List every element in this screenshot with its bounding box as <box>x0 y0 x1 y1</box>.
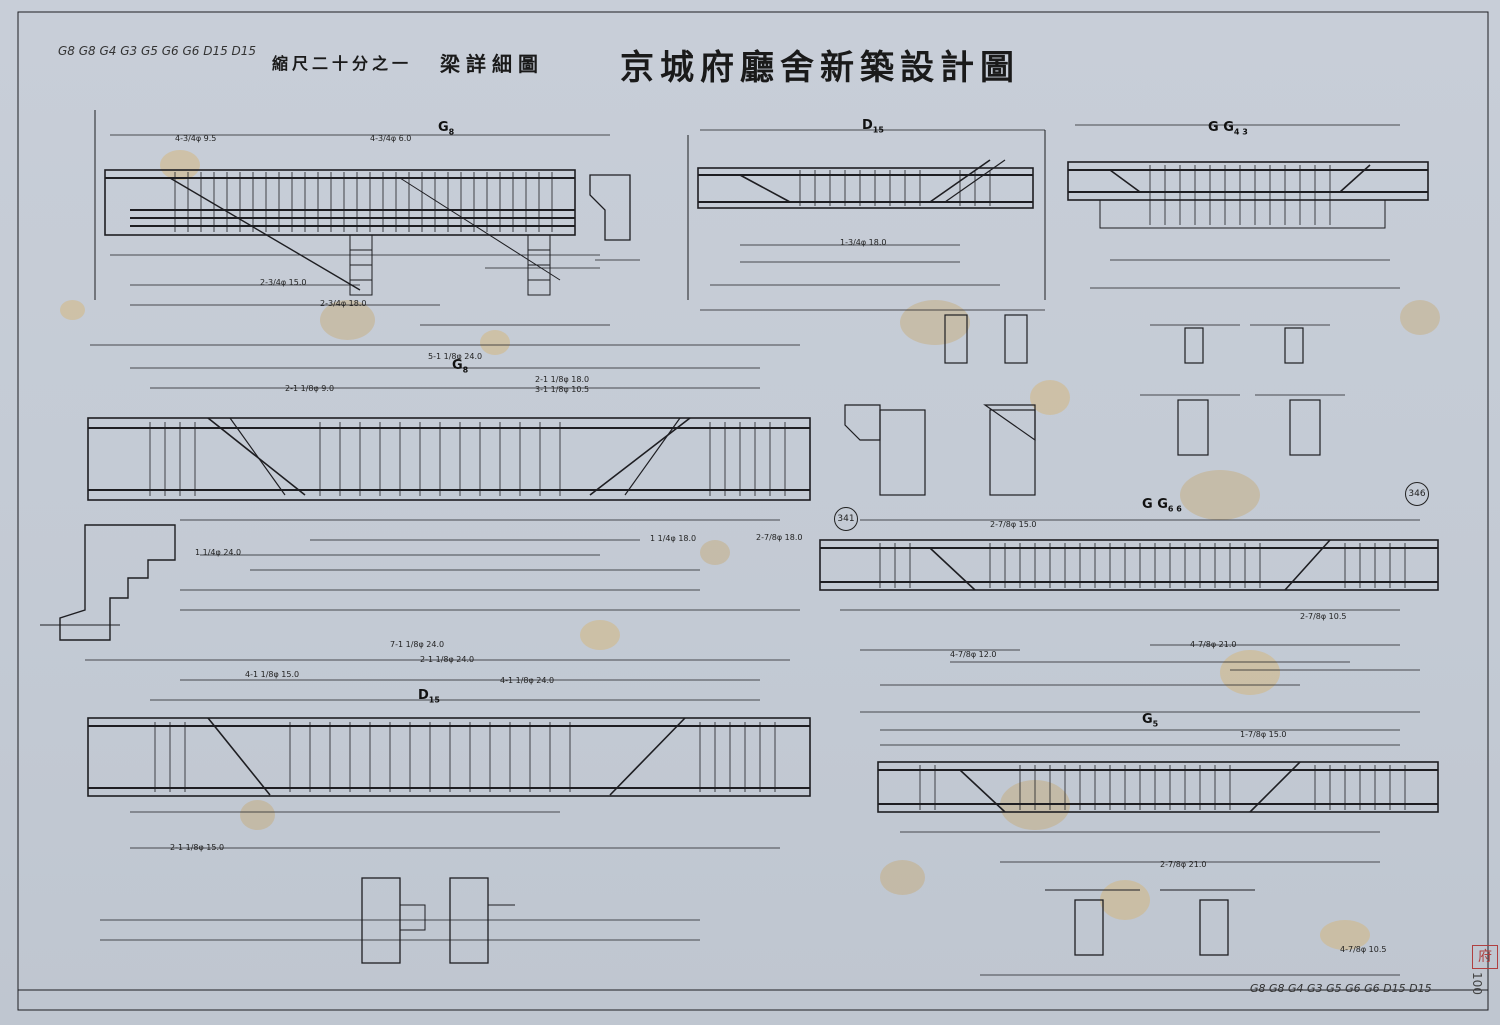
stain <box>1100 880 1150 920</box>
stain <box>480 330 510 355</box>
beam-g6-g6-mid <box>819 519 1439 686</box>
archive-stamp: 府 <box>1472 945 1498 969</box>
stain <box>900 300 970 345</box>
rebar-note: 2-1 1/8φ 15.0 <box>170 843 225 852</box>
rebar-note: 2-7/8φ 18.0 <box>756 533 803 542</box>
rebar-note: 4-3/4φ 6.0 <box>370 134 412 143</box>
section-label: G8 <box>452 358 469 375</box>
cross-sections-mid <box>844 314 1345 496</box>
stain <box>1180 470 1260 520</box>
stain <box>1400 300 1440 335</box>
rebar-note: 4-7/8φ 10.5 <box>1340 945 1387 954</box>
section-label: G8 <box>438 120 455 137</box>
stain <box>700 540 730 565</box>
section-label: D15 <box>862 118 884 135</box>
rebar-note: 2-7/8φ 15.0 <box>990 520 1037 529</box>
stain <box>320 300 375 340</box>
rebar-note: 2-3/4φ 15.0 <box>260 278 307 287</box>
rebar-note: 4-7/8φ 21.0 <box>1190 640 1237 649</box>
rebar-note: 1 1/4φ 24.0 <box>195 548 242 557</box>
marker-341: 341 <box>834 507 858 531</box>
section-label: G5 <box>1142 712 1159 729</box>
rebar-note: 4-1 1/8φ 24.0 <box>500 676 555 685</box>
rebar-note: 4-3/4φ 9.5 <box>175 134 217 143</box>
rebar-note: 2-3/4φ 18.0 <box>320 299 367 308</box>
beam-code-list-top: G8 G8 G4 G3 G5 G6 G6 D15 D15 <box>58 44 257 58</box>
stain <box>1220 650 1280 695</box>
stain <box>1320 920 1370 950</box>
rebar-note: 1-7/8φ 15.0 <box>1240 730 1287 739</box>
stain <box>160 150 200 180</box>
rebar-note: 4-1 1/8φ 15.0 <box>245 670 300 679</box>
drawing-subtitle: 梁詳細圖 <box>440 52 544 76</box>
beam-d15-low <box>85 659 811 964</box>
rebar-note: 5-1 1/8φ 24.0 <box>428 352 483 361</box>
scale-note: 縮尺二十分之一 <box>272 54 413 73</box>
section-label: D15 <box>418 688 440 705</box>
beam-g8-mid <box>40 344 811 641</box>
stain <box>240 800 275 830</box>
rebar-note: 2-1 1/8φ 18.0 <box>535 375 590 384</box>
section-label: G G6 6 <box>1142 497 1182 514</box>
rebar-note: 1 1/4φ 18.0 <box>650 534 697 543</box>
sheet-border <box>17 11 1489 1011</box>
rebar-note: 1-3/4φ 18.0 <box>840 238 887 247</box>
rebar-note: 4-7/8φ 12.0 <box>950 650 997 659</box>
stain <box>580 620 620 650</box>
beam-g4-g3-top <box>1067 124 1429 289</box>
rebar-note: 2-1 1/8φ 9.0 <box>285 384 335 393</box>
rebar-note: 3-1 1/8φ 10.5 <box>535 385 590 394</box>
beam-g8-top <box>94 110 640 326</box>
beam-g5-low <box>860 711 1439 976</box>
drawing-title: 京城府廳舍新築設計圖 <box>620 48 1020 88</box>
stain <box>1030 380 1070 415</box>
marker-346: 346 <box>1405 482 1429 506</box>
stain <box>880 860 925 895</box>
archive-number: 100 <box>1470 972 1484 995</box>
rebar-note: 2-7/8φ 21.0 <box>1160 860 1207 869</box>
beam-d15-top <box>687 129 1046 311</box>
stain <box>60 300 85 320</box>
rebar-note: 7-1 1/8φ 24.0 <box>390 640 445 649</box>
rebar-note: 2-1 1/8φ 24.0 <box>420 655 475 664</box>
rebar-note: 2-7/8φ 10.5 <box>1300 612 1347 621</box>
beam-code-list-bottom: G8 G8 G4 G3 G5 G6 G6 D15 D15 <box>1250 982 1432 995</box>
section-label: G G4 3 <box>1208 120 1248 137</box>
